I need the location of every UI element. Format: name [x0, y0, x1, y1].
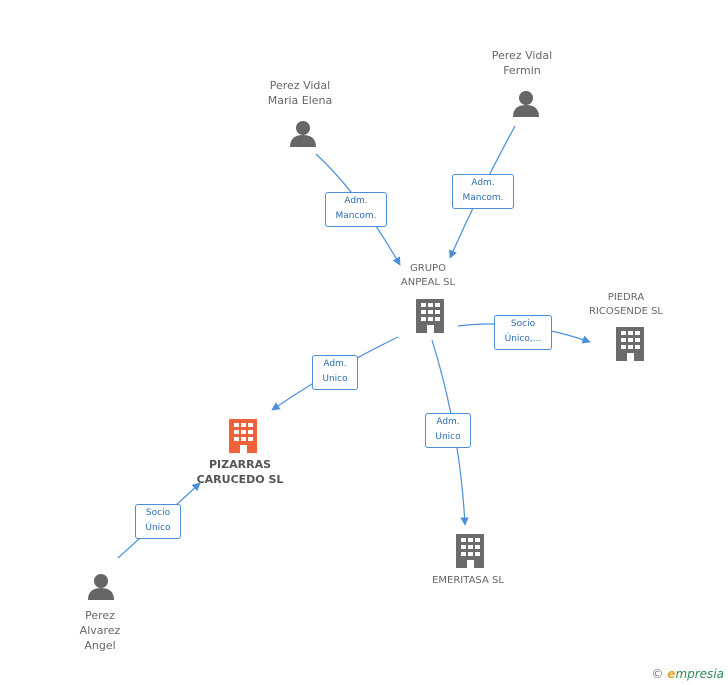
node-label-perez-maria[interactable]: Perez Vidal Maria Elena [267, 79, 333, 107]
edge-label-fermin-to-grupo[interactable]: Adm. Mancom. [452, 174, 514, 209]
building-icon[interactable] [456, 534, 484, 568]
edge-label-maria-to-grupo[interactable]: Adm. Mancom. [325, 192, 387, 227]
node-label-piedra[interactable]: PIEDRA RICOSENDE SL [588, 292, 663, 317]
node-label-perez-fermin[interactable]: Perez Vidal Fermin [491, 49, 553, 77]
person-icon[interactable] [513, 91, 539, 117]
edge-label-angel-to-pizarras[interactable]: Socio Único [135, 504, 181, 539]
building-icon[interactable] [616, 327, 644, 361]
copyright-icon: © [651, 667, 664, 681]
person-icon[interactable] [88, 574, 114, 600]
brand-name: mpresia [675, 667, 724, 681]
brand-watermark: © empresia [651, 667, 724, 681]
edge-label-grupo-to-emeritasa[interactable]: Adm. Unico [425, 413, 471, 448]
edge-label-grupo-to-pizarras[interactable]: Adm. Unico [312, 355, 358, 390]
node-label-perez-alvarez[interactable]: Perez Alvarez Angel [79, 609, 121, 652]
brand-initial: e [667, 667, 676, 681]
person-icon[interactable] [290, 121, 316, 147]
edge-label-grupo-to-piedra[interactable]: Socio Único,... [494, 315, 552, 350]
building-icon[interactable] [229, 419, 257, 453]
building-icon[interactable] [416, 299, 444, 333]
node-label-grupo-anpeal[interactable]: GRUPO ANPEAL SL [400, 263, 456, 288]
node-label-pizarras[interactable]: PIZARRAS CARUCEDO SL [196, 458, 284, 486]
node-label-emeritasa[interactable]: EMERITASA SL [432, 575, 504, 586]
